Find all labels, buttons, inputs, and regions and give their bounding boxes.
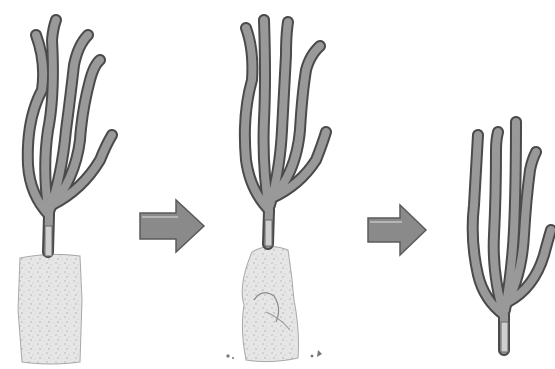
- coral-stalk-2: [265, 220, 272, 246]
- coral-panel-1: [18, 20, 112, 364]
- substrate-block-2: [242, 246, 298, 361]
- transition-arrow-2: [368, 205, 426, 255]
- coral-stalk-1: [45, 226, 52, 256]
- substrate-block-1: [18, 254, 82, 364]
- transition-arrow-1: [140, 200, 204, 252]
- coral-panel-3: [473, 122, 551, 352]
- coral-stalk-3: [501, 322, 508, 352]
- coral-panel-2: [226, 20, 326, 362]
